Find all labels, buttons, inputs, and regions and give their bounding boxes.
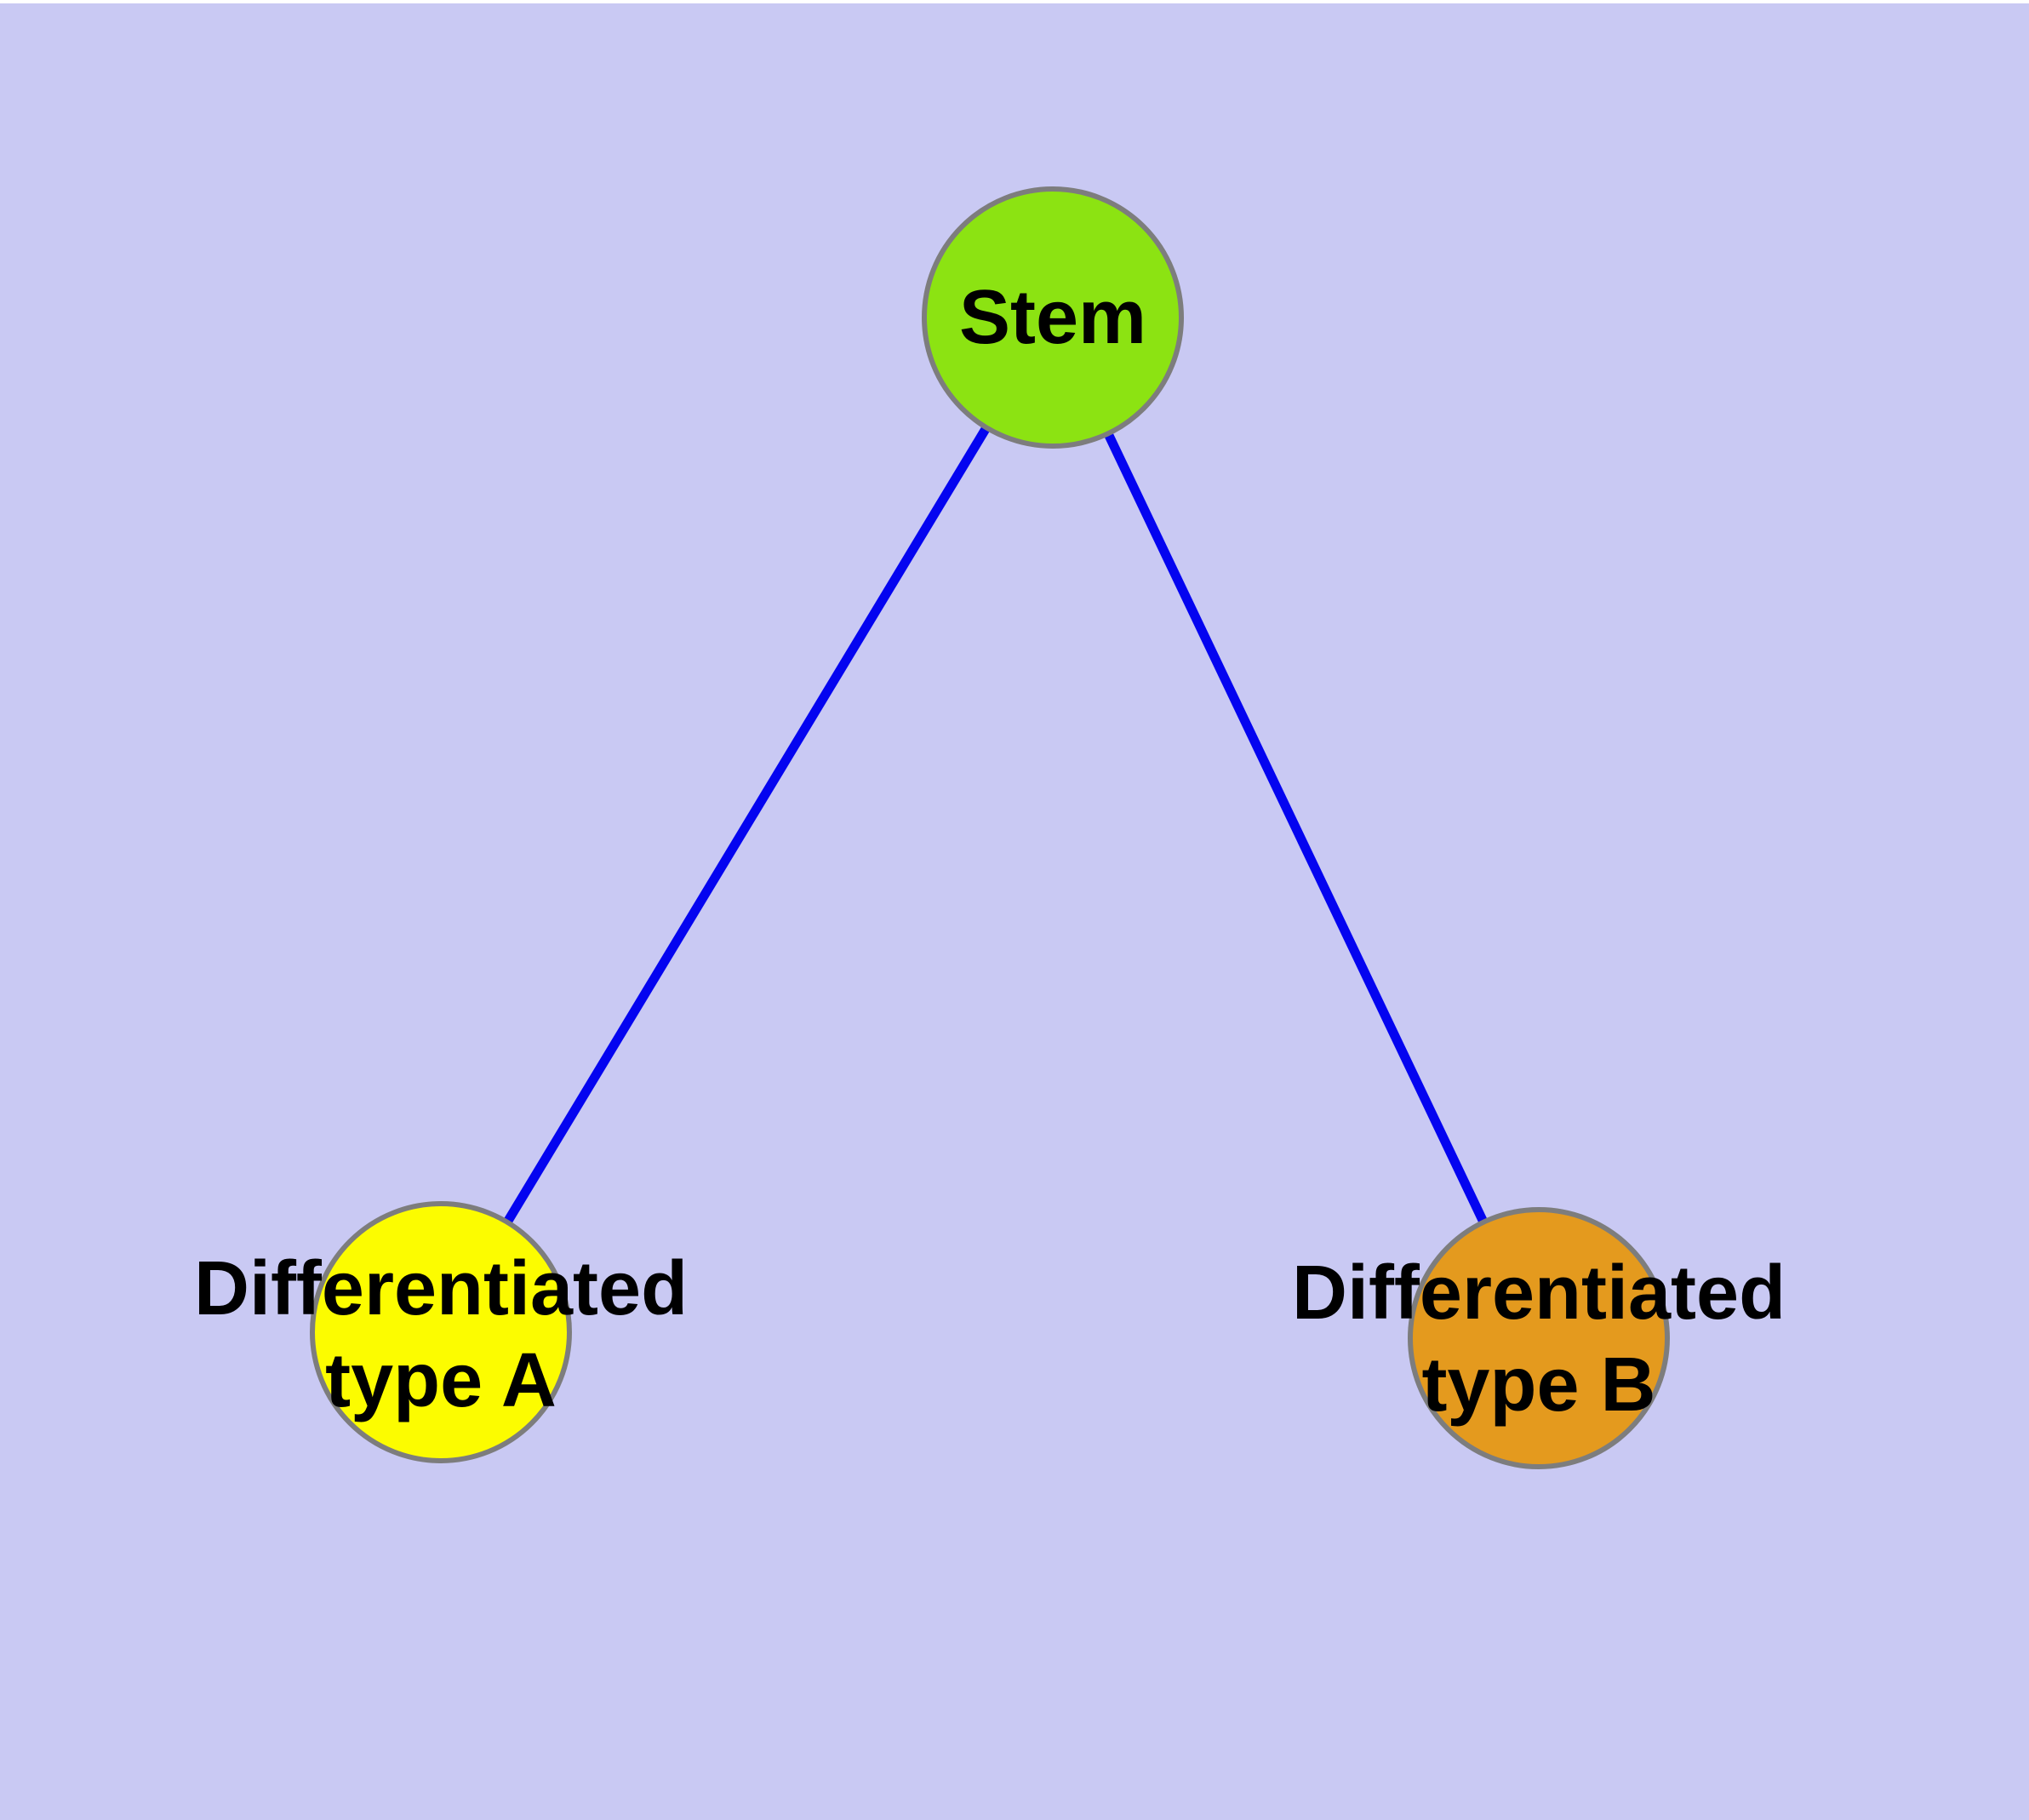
node-type-a-label-line2: type A xyxy=(325,1338,557,1423)
node-type-b-label-line1: Differentiated xyxy=(1291,1251,1786,1336)
top-border-strip xyxy=(0,0,2029,3)
edge-stem-to-type-a xyxy=(437,315,1057,1335)
node-stem-circle xyxy=(922,186,1184,449)
node-type-a-circle xyxy=(310,1201,572,1463)
node-type-a-label-line1: Differentiated xyxy=(193,1246,689,1331)
node-stem-label: Stem xyxy=(958,275,1147,360)
node-type-b-label-line2: type B xyxy=(1421,1342,1656,1428)
edge-stem-to-type-b xyxy=(1049,315,1543,1341)
node-type-a-label: Differentiated type A xyxy=(194,1243,688,1427)
node-type-b-label: Differentiated type B xyxy=(1292,1247,1786,1431)
node-type-b-circle xyxy=(1408,1207,1670,1469)
